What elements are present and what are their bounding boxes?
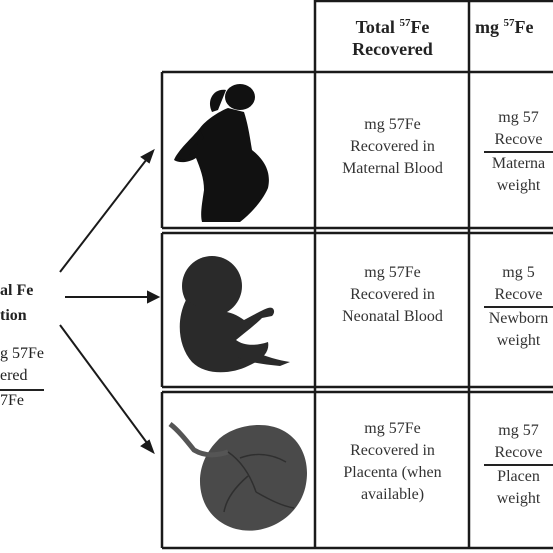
row-placenta-total-line: available) (360, 486, 425, 503)
ratio-denominator: weight (496, 176, 541, 194)
table-grid (160, 0, 553, 550)
left-ratio-numerator: g 57Fe (0, 345, 44, 362)
pregnant-woman-icon (174, 84, 269, 222)
row-placenta-total-line: mg 57Fe (364, 420, 421, 437)
left-ratio-numerator-2: ered (0, 367, 28, 384)
row-neonatal-total: mg 57Fe Recovered in Neonatal Blood (316, 262, 469, 328)
row-neonatal-total-line: mg 57Fe (364, 264, 421, 281)
row-maternal-total-line: Recovered in (350, 138, 435, 155)
left-label-line2: tion (0, 307, 27, 324)
row-neonatal-total-line: Neonatal Blood (342, 308, 443, 325)
fetus-icon (179, 256, 290, 373)
ratio-numerator: Recove (494, 131, 543, 148)
ratio-denominator: Placen (497, 467, 540, 485)
ratio-numerator: Recove (494, 444, 543, 461)
flow-arrows (59, 148, 161, 455)
row-maternal-total-line: Maternal Blood (342, 160, 443, 177)
row-placenta-total: mg 57Fe Recovered in Placenta (when avai… (316, 418, 469, 506)
header-total-fe: Fe (410, 17, 430, 37)
row-placenta-total-line: Placenta (when (343, 464, 442, 481)
row-placenta-total-line: Recovered in (350, 442, 435, 459)
header-total-recovered: Total 57Fe Recovered (316, 12, 469, 60)
ratio-denominator: weight (496, 331, 541, 349)
left-ratio-denominator: 7Fe (0, 392, 24, 409)
header-total-recovered-word: Recovered (352, 39, 433, 59)
ratio-numerator: mg 57 (498, 422, 539, 439)
row-placenta-ratio: mg 57 Recove Placen weight (484, 420, 553, 510)
header-mg-fe-word: Fe (514, 17, 534, 37)
ratio-denominator: weight (496, 489, 541, 507)
arrow-head-neonatal (147, 290, 161, 304)
placenta-icon (168, 422, 307, 531)
ratio-rule (484, 464, 553, 466)
ratio-rule (484, 151, 553, 153)
ratio-rule (484, 306, 553, 308)
arrow-head-maternal (140, 148, 155, 164)
left-label-line1: al Fe (0, 282, 34, 299)
row-maternal-total-line: mg 57Fe (364, 116, 421, 133)
header-mg-fe: mg 57Fe (475, 12, 533, 38)
row-maternal-ratio: mg 57 Recove Materna weight (484, 107, 553, 197)
ratio-denominator: Newborn (488, 309, 549, 327)
row-neonatal-ratio: mg 5 Recove Newborn weight (484, 262, 553, 352)
arrow-to-maternal (59, 154, 151, 273)
header-total-text: Total (355, 17, 400, 37)
header-mg-text: mg (475, 17, 504, 37)
arrow-head-placenta (140, 439, 155, 455)
header-total-sup: 57 (399, 17, 411, 29)
ratio-numerator: Recove (494, 286, 543, 303)
ratio-numerator: mg 57 (498, 109, 539, 126)
ratio-numerator: mg 5 (502, 264, 535, 281)
arrow-to-placenta (59, 324, 151, 448)
row-neonatal-total-line: Recovered in (350, 286, 435, 303)
row-maternal-total: mg 57Fe Recovered in Maternal Blood (316, 114, 469, 180)
ratio-denominator: Materna (491, 154, 546, 172)
header-mg-sup: 57 (503, 17, 515, 29)
left-ratio-rule (0, 389, 44, 391)
